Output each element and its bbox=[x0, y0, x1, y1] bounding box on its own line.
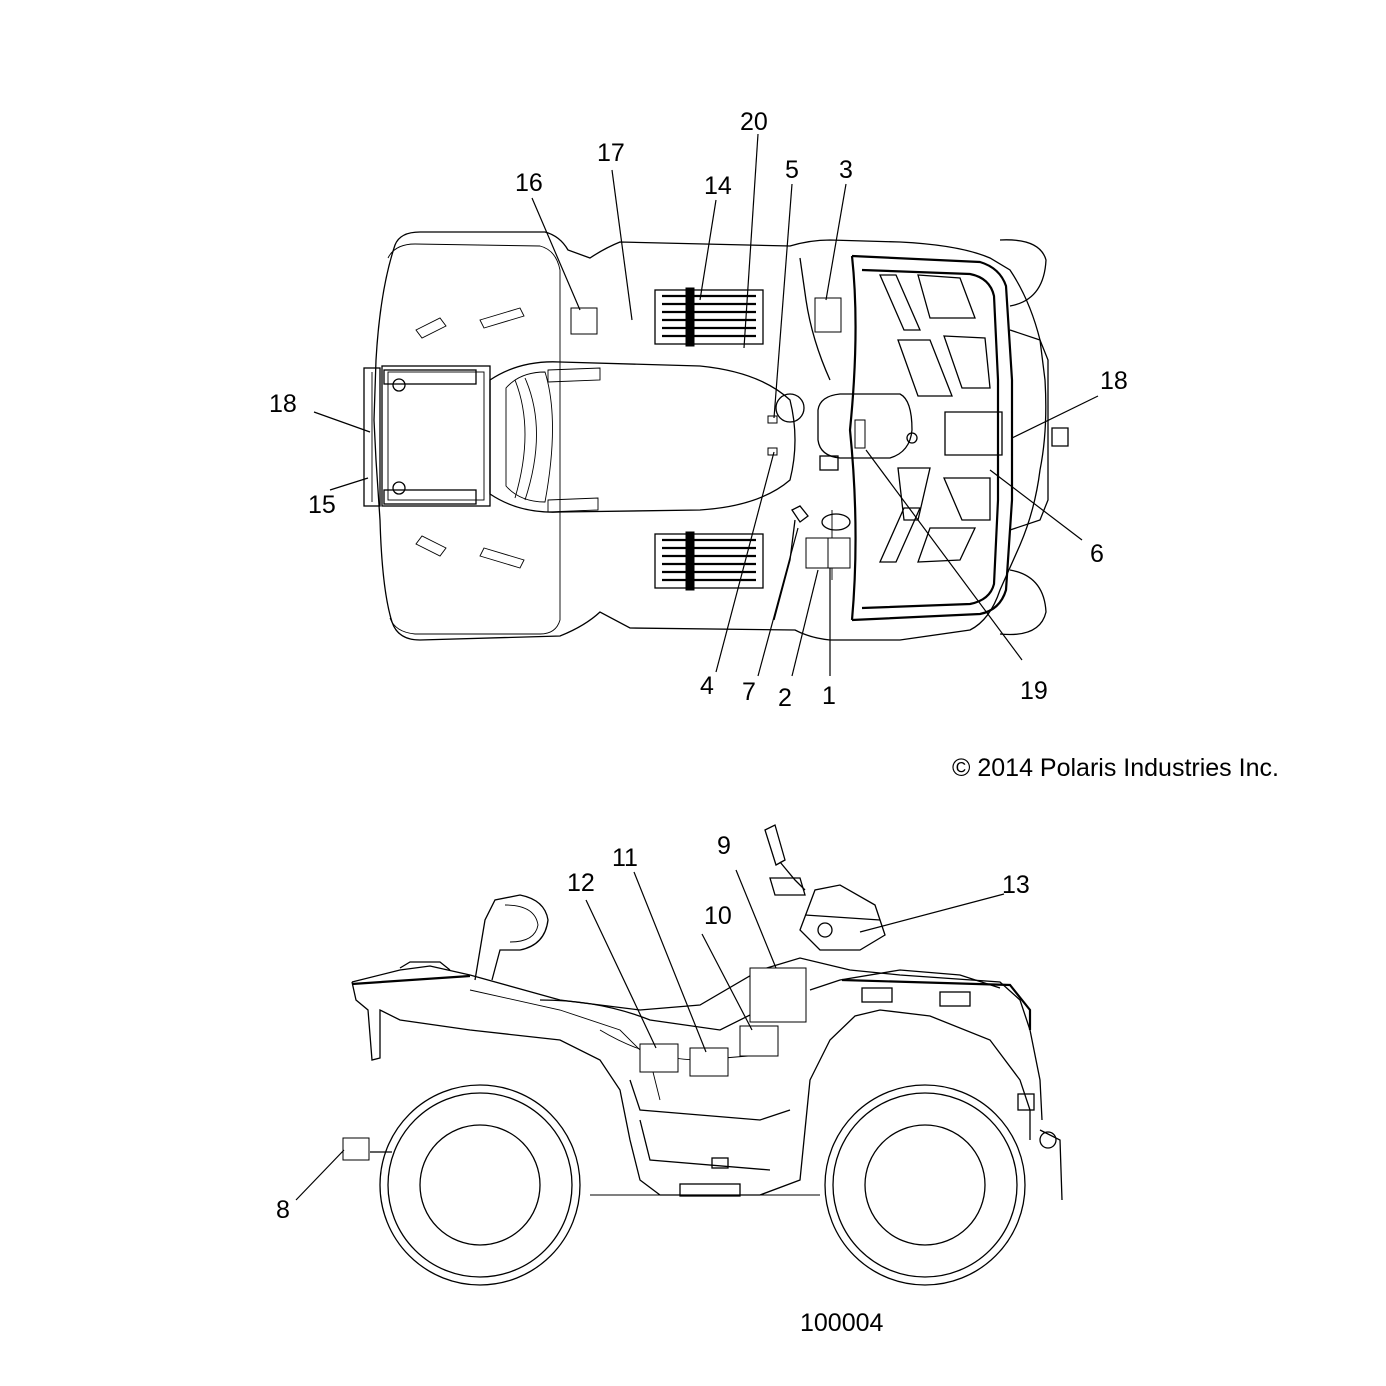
callout-19: 19 bbox=[1020, 677, 1048, 705]
decal-1 bbox=[827, 537, 851, 569]
callout-20: 20 bbox=[740, 108, 768, 136]
callout-1: 1 bbox=[822, 682, 836, 710]
callout-4: 4 bbox=[700, 672, 714, 700]
decal-16 bbox=[570, 307, 598, 335]
figure-number: 100004 bbox=[800, 1309, 884, 1337]
decal-12 bbox=[639, 1043, 679, 1073]
left-footrest bbox=[654, 287, 764, 347]
callout-3: 3 bbox=[839, 156, 853, 184]
callout-18-rear: 18 bbox=[269, 390, 297, 418]
decal-10 bbox=[739, 1025, 779, 1057]
callout-7: 7 bbox=[742, 678, 756, 706]
callout-18-front: 18 bbox=[1100, 367, 1128, 395]
callout-9: 9 bbox=[717, 832, 731, 860]
callout-17: 17 bbox=[597, 139, 625, 167]
callout-12: 12 bbox=[567, 869, 595, 897]
callout-13: 13 bbox=[1002, 871, 1030, 899]
top-view-atv bbox=[363, 231, 1069, 641]
callout-2: 2 bbox=[778, 684, 792, 712]
callout-8: 8 bbox=[276, 1196, 290, 1224]
callout-14: 14 bbox=[704, 172, 732, 200]
callout-5: 5 bbox=[785, 156, 799, 184]
decal-8 bbox=[342, 1137, 370, 1161]
right-footrest bbox=[654, 531, 764, 591]
decal-9 bbox=[749, 967, 807, 1023]
front-rack bbox=[848, 254, 1014, 622]
callout-6: 6 bbox=[1090, 540, 1104, 568]
decal-3 bbox=[814, 297, 842, 333]
callout-16: 16 bbox=[515, 169, 543, 197]
copyright-text: © 2014 Polaris Industries Inc. bbox=[952, 754, 1279, 782]
decal-11 bbox=[689, 1047, 729, 1077]
callout-11: 11 bbox=[612, 844, 638, 872]
callout-10: 10 bbox=[704, 902, 732, 930]
side-view-atv bbox=[351, 824, 1063, 1286]
callout-15: 15 bbox=[308, 491, 336, 519]
decal-2 bbox=[805, 537, 829, 569]
